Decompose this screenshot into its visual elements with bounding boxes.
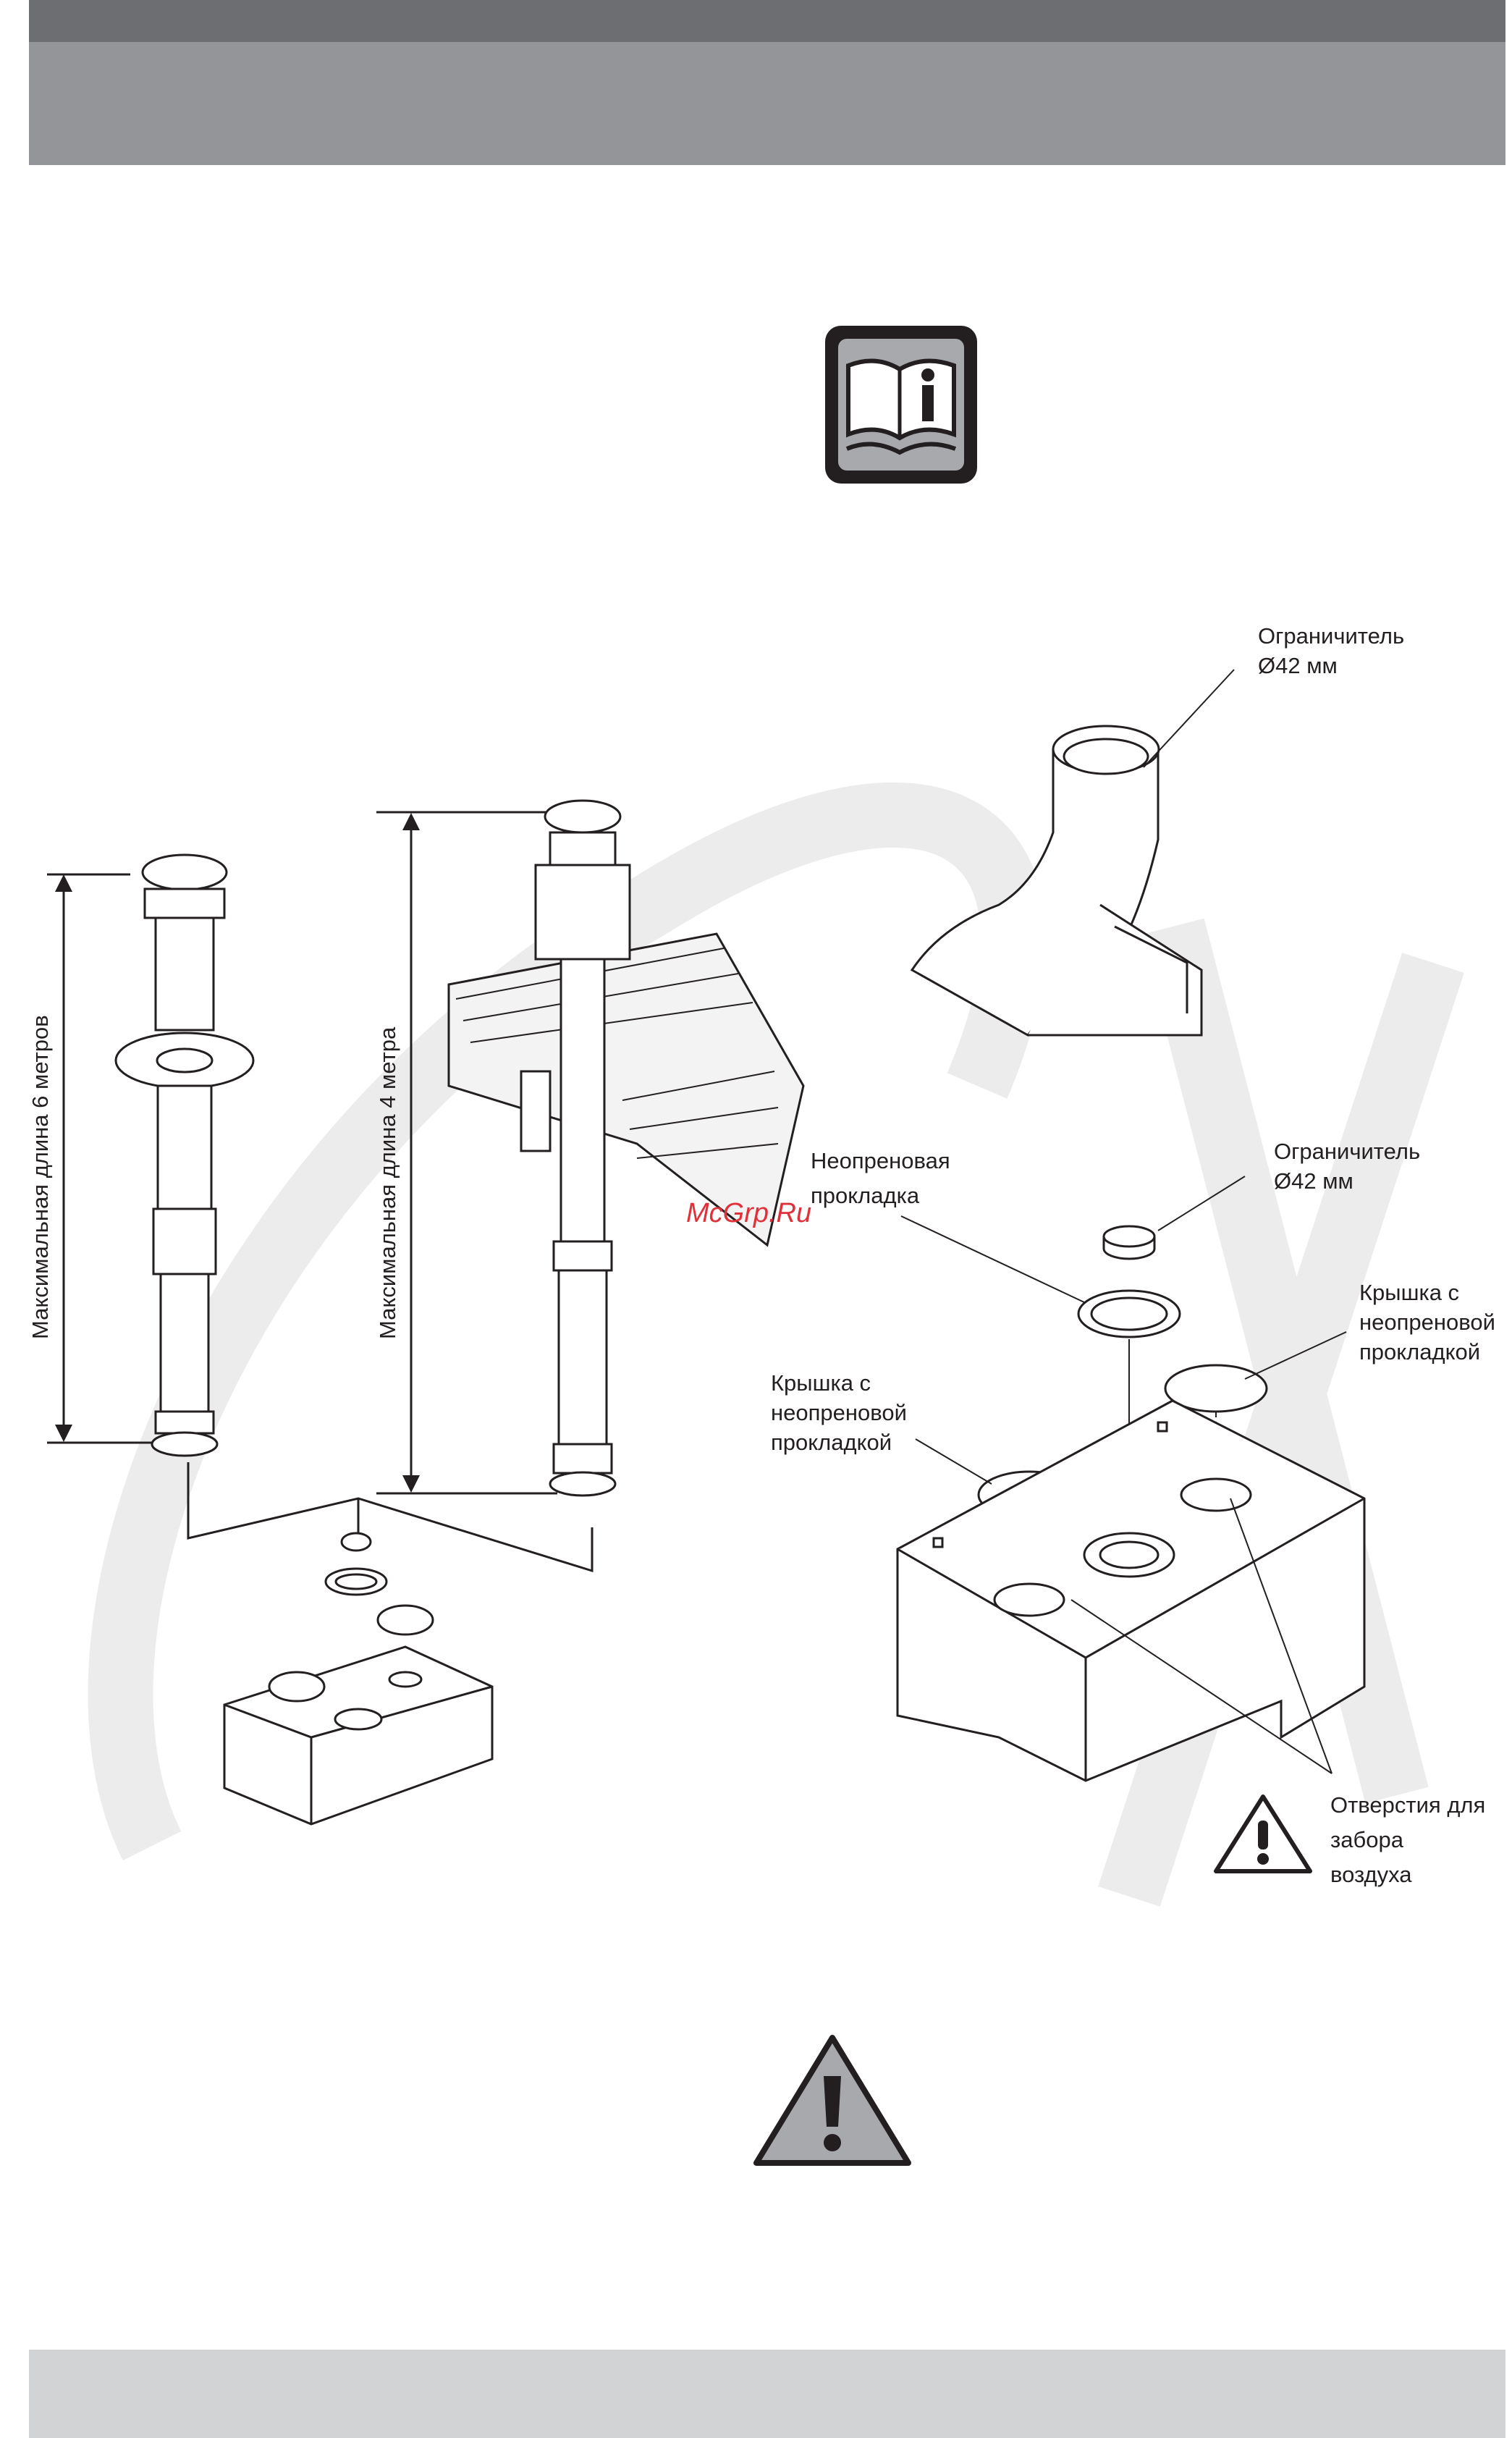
- label-max-length-4m: Максимальная длина 4 метра: [375, 1027, 401, 1339]
- restrictor-ring: [1104, 1226, 1154, 1259]
- small-gasket-parts: [326, 1533, 387, 1595]
- label-max-length-6m: Максимальная длина 6 метров: [28, 1015, 54, 1339]
- watermark-text: McGrp.Ru: [686, 1198, 811, 1229]
- label-cover-right: Крышка с неопреновой прокладкой: [1359, 1278, 1495, 1367]
- footer-bar: [29, 2350, 1505, 2438]
- label-air-holes: Отверстия для забора воздуха: [1330, 1788, 1485, 1892]
- connector-lines: [188, 1462, 592, 1571]
- adapter-restrictor: [912, 726, 1201, 1035]
- info-manual-icon: [825, 326, 977, 484]
- neoprene-gasket: [1078, 1291, 1180, 1337]
- leader-gasket: [901, 1216, 1086, 1303]
- dimension-4m: [376, 812, 557, 1493]
- label-limiter-top: Ограничитель Ø42 мм: [1258, 621, 1404, 680]
- leader-cover-left: [916, 1439, 992, 1484]
- label-limiter-mid: Ограничитель Ø42 мм: [1274, 1136, 1420, 1196]
- warning-icon-large: [756, 2038, 908, 2163]
- label-neoprene-gasket: Неопреновая прокладка: [811, 1144, 950, 1213]
- label-cover-left: Крышка с неопреновой прокладкой: [771, 1368, 907, 1457]
- leader-limiter-top: [1144, 670, 1234, 767]
- dimension-6m: [47, 874, 159, 1443]
- warning-icon-small: [1216, 1797, 1310, 1871]
- boiler-small: [224, 1606, 492, 1824]
